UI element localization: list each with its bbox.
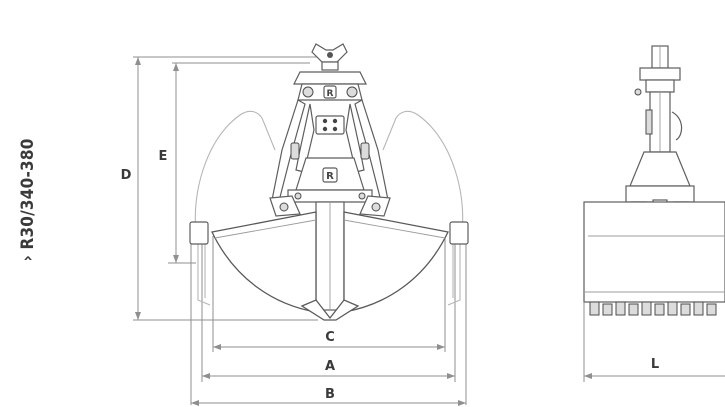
bucket-teeth [589, 301, 717, 316]
dim-d-label: D [121, 168, 132, 183]
bucket-jaws [211, 211, 449, 321]
upper-head: R [297, 83, 363, 101]
dim-b-label: B [325, 387, 335, 402]
suspension-head [293, 43, 367, 85]
side-view [583, 45, 725, 382]
dimension-lines [133, 56, 467, 406]
central-body: R [269, 157, 391, 217]
svg-text:R: R [327, 89, 334, 99]
center-column [315, 201, 345, 311]
dimension-labels: D E C A B L [121, 149, 660, 402]
side-lugs [189, 221, 469, 245]
svg-text:R: R [326, 171, 334, 182]
dim-l-label: L [651, 357, 659, 372]
dim-c-label: C [325, 330, 335, 345]
dim-a-label: A [325, 359, 335, 374]
front-view: R R [133, 43, 469, 406]
open-shell-outlines [194, 110, 464, 306]
dim-e-label: E [159, 149, 168, 164]
linkage-arms [271, 99, 389, 207]
